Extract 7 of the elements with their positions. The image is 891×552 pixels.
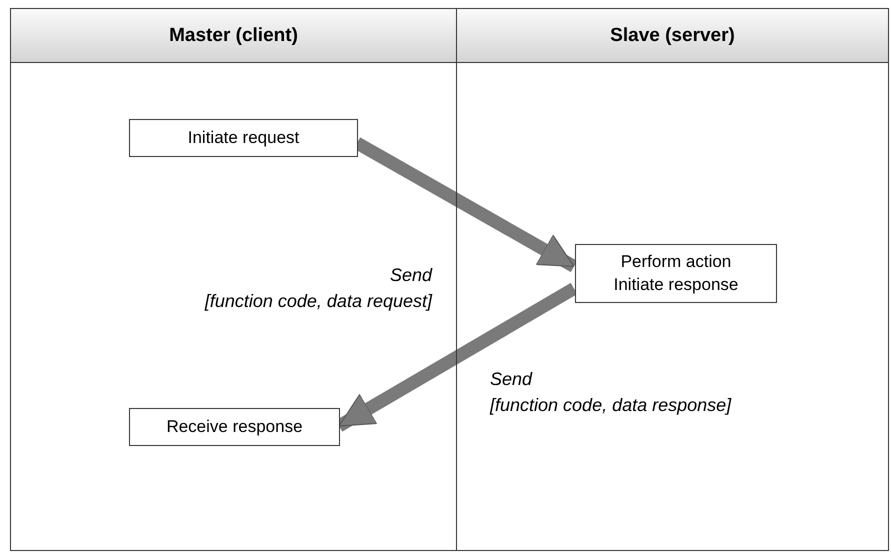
swimlane [10,8,457,551]
swimlane [456,8,889,551]
process-box: Perform action Initiate response [575,244,777,303]
process-box: Receive response [129,408,340,446]
lane-header: Master (client) [11,9,456,63]
process-box: Initiate request [129,119,358,157]
lane-header: Slave (server) [457,9,888,63]
